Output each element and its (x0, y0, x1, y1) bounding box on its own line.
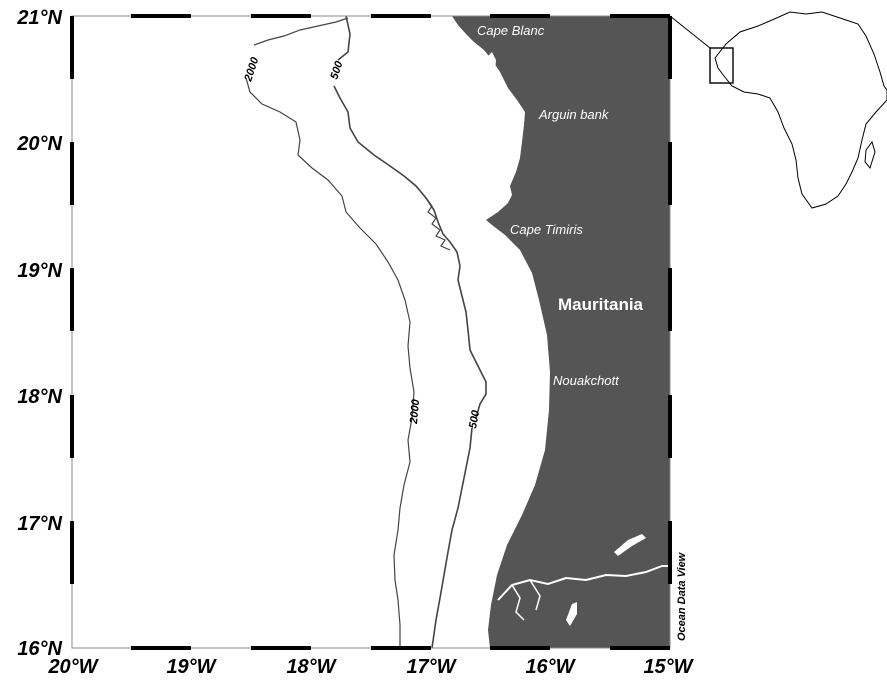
inset-locator-box (709, 47, 734, 84)
lat-label-16: 16°N (17, 638, 62, 660)
river-branch (511, 579, 541, 621)
label-mauritania: Mauritania (558, 295, 644, 314)
contour-label-500-south: 500 (467, 408, 482, 429)
lagoon-south-1 (614, 534, 646, 556)
island-north (486, 52, 496, 72)
lon-label-18: 18°W (286, 656, 337, 678)
inlet-cape-blanc (418, 20, 428, 46)
isobath-500-canyons (425, 197, 451, 251)
latitude-labels: 21°N 20°N 19°N 18°N 17°N 16°N (16, 7, 62, 660)
isobath-500 (333, 15, 487, 649)
inset-locator-line (669, 15, 711, 49)
longitude-labels: 20°W 19°W 18°W 17°W 16°W 15°W (47, 656, 694, 678)
lon-label-20: 20°W (47, 656, 99, 678)
africa-outline (714, 11, 887, 209)
label-cape-blanc: Cape Blanc (477, 23, 545, 38)
label-arguin-bank: Arguin bank (538, 107, 610, 122)
island-arguin (492, 164, 505, 190)
madagascar-shape (864, 140, 876, 170)
contour-label-500-north: 500 (328, 59, 345, 81)
lon-label-16: 16°W (525, 656, 576, 678)
frame-border-bars (70, 14, 672, 650)
lagoon-south-2 (566, 602, 577, 626)
credit-ocean-data-view: Ocean Data View (676, 551, 688, 641)
lat-label-21: 21°N (16, 7, 62, 29)
label-cape-timiris: Cape Timiris (510, 222, 583, 237)
lat-label-20: 20°N (16, 133, 62, 155)
senegal-river (497, 565, 670, 601)
inset-africa-map (669, 11, 887, 209)
lon-label-19: 19°W (166, 656, 217, 678)
lon-label-15: 15°W (643, 656, 694, 678)
lat-label-17: 17°N (17, 513, 62, 535)
isobath-2000 (245, 17, 415, 648)
lat-label-19: 19°N (17, 260, 62, 282)
contour-label-2000-south: 2000 (408, 398, 422, 425)
lon-label-17: 17°W (406, 656, 457, 678)
land-mauritania (452, 16, 670, 648)
lat-label-18: 18°N (17, 386, 62, 408)
label-nouakchott: Nouakchott (553, 373, 620, 388)
